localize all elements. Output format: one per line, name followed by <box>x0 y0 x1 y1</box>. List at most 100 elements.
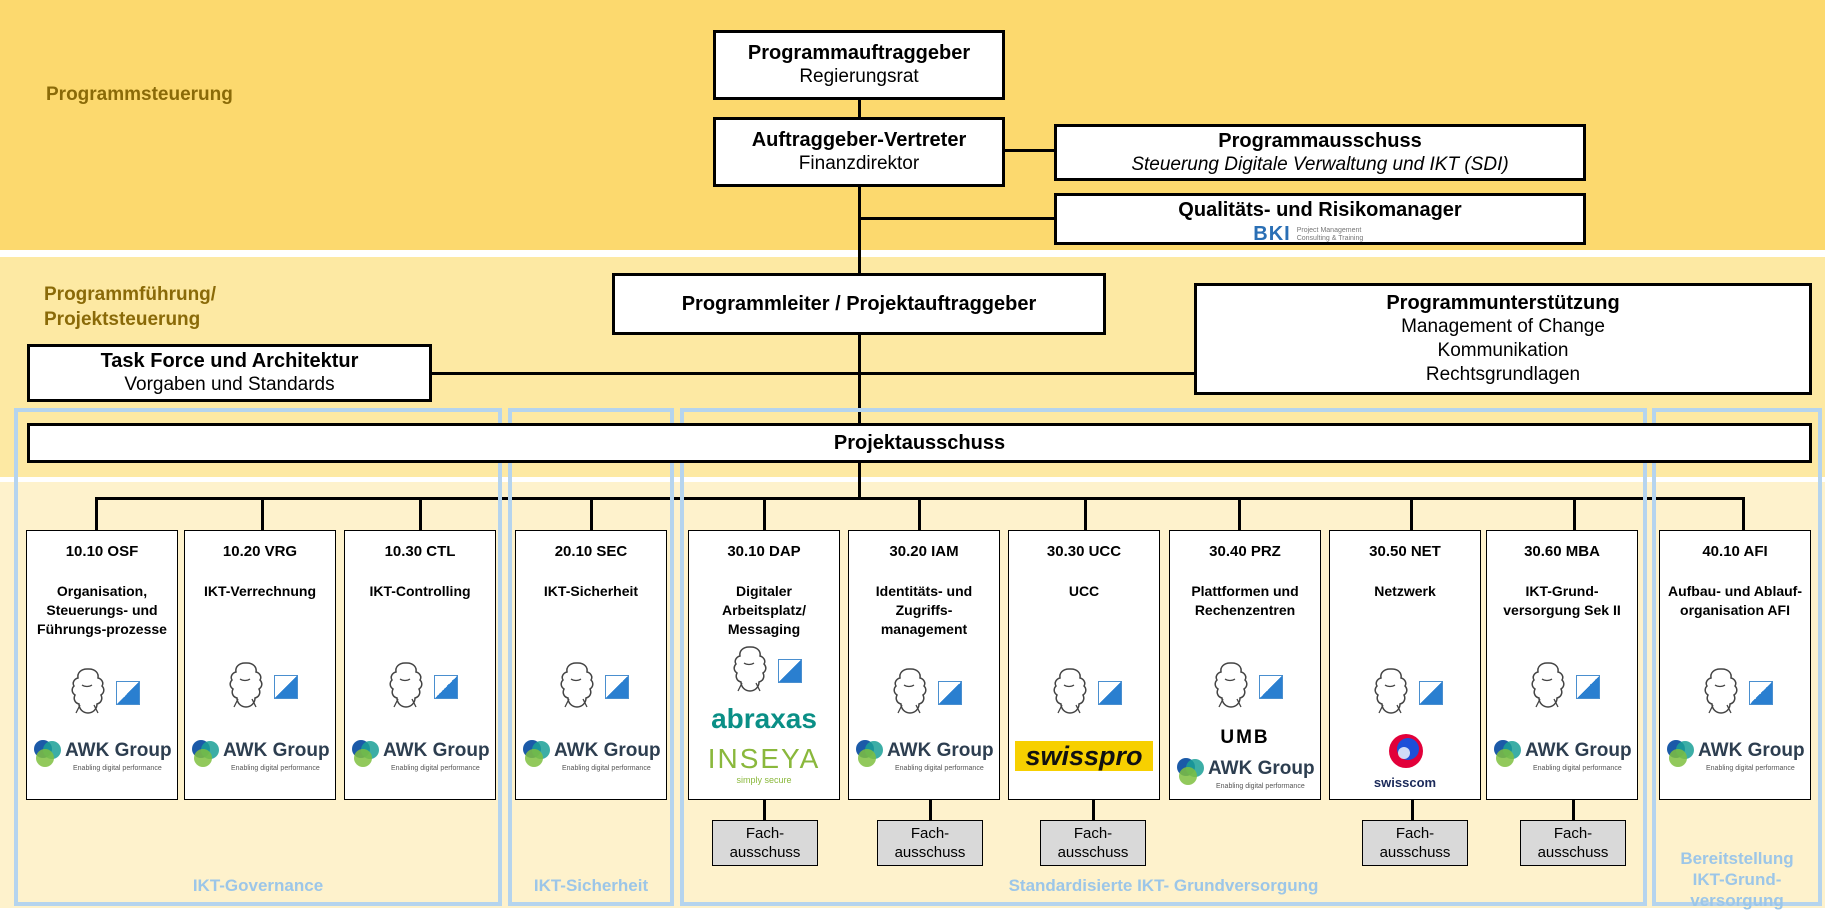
awk-logo-tagline: Enabling digital performance <box>391 765 480 772</box>
awk-logo-tagline: Enabling digital performance <box>1533 765 1622 772</box>
zurich-shield-icon <box>1576 675 1600 699</box>
project-code: 10.10 OSF <box>65 543 139 560</box>
awk-logo-name: AWK Group <box>223 740 330 761</box>
awk-logo-name: AWK Group <box>554 740 661 761</box>
box-title: Projektausschuss <box>833 432 1006 454</box>
project-box: 30.50 NET Netzwerk swisscom <box>1329 530 1481 800</box>
awk-logo-tagline: Enabling digital performance <box>1216 783 1305 790</box>
project-code: 30.20 IAM <box>889 543 959 560</box>
abraxas-logo: abraxas <box>711 703 817 734</box>
support-item: Management of Change <box>1401 316 1605 337</box>
zurich-coat-of-arms <box>1009 665 1159 721</box>
project-box: 30.40 PRZ Plattformen und Rechenzentren … <box>1169 530 1321 800</box>
awk-logo-icon <box>352 740 379 767</box>
connector-line <box>261 497 264 530</box>
project-box: 40.10 AFI Aufbau- und Ablauf-organisatio… <box>1659 530 1811 800</box>
connector-line <box>1742 497 1745 530</box>
awk-logo-tagline: Enabling digital performance <box>895 765 984 772</box>
connector-line <box>1092 800 1095 820</box>
box-subtitle: Steuerung Digitale Verwaltung und IKT (S… <box>1131 153 1509 175</box>
zurich-lion-icon <box>1374 668 1408 714</box>
project-title: IKT-Verrechnung <box>203 583 317 599</box>
box-title: Programmausschuss <box>1218 129 1422 152</box>
zurich-lion-icon <box>733 646 767 692</box>
project-title: Digitaler Arbeitsplatz/ Messaging <box>721 583 806 637</box>
project-code: 30.60 MBA <box>1524 543 1600 560</box>
qualitaets-risikomanager-box: Qualitäts- und Risikomanager BKI Project… <box>1054 193 1586 245</box>
zurich-shield-icon <box>434 675 458 699</box>
zurich-lion-icon <box>560 662 594 708</box>
swisspro-logo-bar <box>1015 741 1153 771</box>
awk-group-logo: AWK Group Enabling digital performance <box>29 737 175 781</box>
box-title: Task Force und Architektur <box>100 350 359 372</box>
box-subtitle: Regierungsrat <box>799 66 919 87</box>
awk-logo-icon <box>1177 758 1204 785</box>
connector-line <box>1572 800 1575 820</box>
umb-logo: UMB <box>1220 727 1270 748</box>
zurich-shield-icon <box>1098 681 1122 705</box>
bki-tagline: Project Management Consulting & Training <box>1296 226 1364 242</box>
zurich-lion-icon <box>389 662 423 708</box>
zurich-shield-icon <box>1749 681 1773 705</box>
connector-line <box>858 217 1057 220</box>
connector-line <box>430 372 1196 375</box>
awk-logo-name: AWK Group <box>383 740 490 761</box>
project-code: 10.20 VRG <box>222 543 298 560</box>
zurich-lion-icon <box>1531 662 1565 708</box>
awk-logo-name: AWK Group <box>65 740 172 761</box>
box-title: Qualitäts- und Risikomanager <box>1178 199 1462 221</box>
zurich-coat-of-arms <box>1170 659 1320 715</box>
zurich-shield-icon <box>938 681 962 705</box>
project-title: IKT-Grund-versorgung Sek II <box>1503 583 1621 618</box>
inseya-logo: INSEYA <box>707 743 821 774</box>
connector-line <box>1002 149 1057 152</box>
taskforce-box: Task Force und Architektur Vorgaben und … <box>27 344 432 402</box>
zurich-shield-icon <box>605 675 629 699</box>
awk-logo-tagline: Enabling digital performance <box>73 765 162 772</box>
awk-group-logo: AWK Group Enabling digital performance <box>1489 737 1635 781</box>
fachausschuss-box: Fach-ausschuss <box>1520 820 1626 866</box>
awk-logo-tagline: Enabling digital performance <box>562 765 651 772</box>
auftraggeber-vertreter-box: Auftraggeber-Vertreter Finanzdirektor <box>713 117 1005 187</box>
support-item: Rechtsgrundlagen <box>1425 364 1581 385</box>
connector-line <box>929 800 932 820</box>
zurich-shield-icon <box>116 681 140 705</box>
zurich-coat-of-arms <box>689 643 839 699</box>
fachausschuss-box: Fach-ausschuss <box>877 820 983 866</box>
group-label-governance: IKT-Governance <box>192 876 324 895</box>
group-label-sicherheit: IKT-Sicherheit <box>533 876 649 895</box>
project-code: 30.50 NET <box>1369 543 1441 560</box>
zurich-lion-icon <box>229 662 263 708</box>
awk-logo-icon <box>856 740 883 767</box>
connector-line <box>95 497 98 530</box>
inseya-tagline: simply secure <box>736 775 792 785</box>
bki-logo-text: BKI <box>1253 223 1291 245</box>
box-title: Programmleiter / Projektauftraggeber <box>681 293 1037 315</box>
project-title: Plattformen und Rechenzentren <box>1191 583 1299 618</box>
zurich-shield-icon <box>274 675 298 699</box>
project-box: 30.60 MBA IKT-Grund-versorgung Sek II AW… <box>1486 530 1638 800</box>
project-title: IKT-Sicherheit <box>543 583 639 599</box>
support-item: Kommunikation <box>1437 340 1569 361</box>
project-title: Organisation, Steuerungs- und Führungs-p… <box>37 583 167 637</box>
group-label-bereitstellung: Bereitstellung IKT-Grund-versorgung <box>1680 849 1794 910</box>
box-subtitle: Finanzdirektor <box>798 153 920 174</box>
zurich-coat-of-arms <box>345 659 495 715</box>
fachausschuss-box: Fach-ausschuss <box>1040 820 1146 866</box>
connector-line <box>858 185 861 275</box>
connector-line <box>1084 497 1087 530</box>
awk-logo-icon <box>1494 740 1521 767</box>
programmauftraggeber-box: Programmauftraggeber Regierungsrat <box>713 30 1005 100</box>
project-title: UCC <box>1068 583 1100 599</box>
band-label-steuerung: Programmsteuerung <box>46 84 233 105</box>
group-ikt-sicherheit <box>508 408 674 906</box>
connector-line <box>1573 497 1576 530</box>
zurich-coat-of-arms <box>516 659 666 715</box>
fachausschuss-box: Fach-ausschuss <box>1362 820 1468 866</box>
zurich-shield-icon <box>1259 675 1283 699</box>
box-title: Auftraggeber-Vertreter <box>751 129 967 151</box>
connector-line <box>590 497 593 530</box>
connector-line <box>858 95 861 120</box>
box-title: Programmunterstützung <box>1386 292 1620 314</box>
zurich-coat-of-arms <box>849 665 999 721</box>
